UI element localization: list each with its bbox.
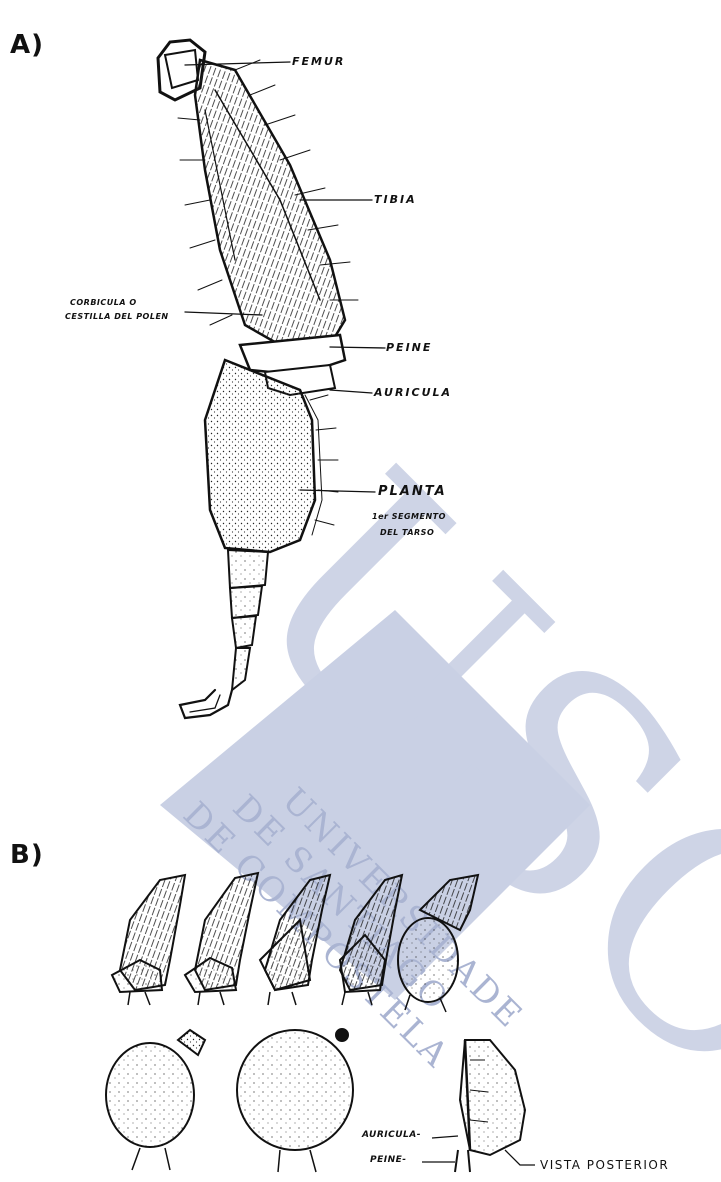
label-auricula: AURICULA [374,386,452,399]
label-vista-posterior: VISTA POSTERIOR [540,1158,669,1172]
label-corbicula-1: CORBICULA O [70,298,137,307]
label-corbicula-2: CESTILLA DEL POLEN [65,312,169,321]
label-auricula-b: AURICULA- [362,1130,421,1140]
label-planta-sub-1: 1er SEGMENTO [372,512,446,521]
label-planta-sub-2: DEL TARSO [380,528,434,537]
label-femur: FEMUR [292,55,345,68]
label-peine: PEINE [386,341,432,354]
panel-label-b: B) [10,840,44,870]
label-tibia: TIBIA [374,193,417,206]
panel-label-a: A) [10,30,44,60]
label-planta: PLANTA [378,484,447,499]
label-peine-b: PEINE- [370,1155,407,1165]
